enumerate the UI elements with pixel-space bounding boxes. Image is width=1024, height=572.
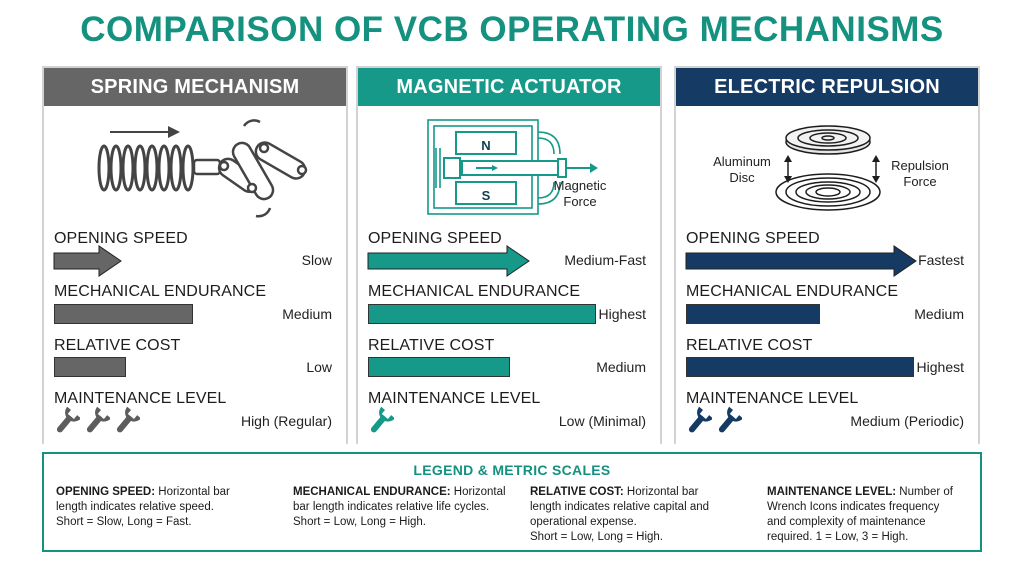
legend-box: LEGEND & METRIC SCALES OPENING SPEED: Ho… [42, 452, 982, 552]
panel-magnetic-actuator: MAGNETIC ACTUATOR N S Magnetic Force OPE… [356, 66, 662, 444]
metric-label-mechanical-endurance: MECHANICAL ENDURANCE [54, 283, 267, 300]
panel-header-magnetic: MAGNETIC ACTUATOR [358, 68, 660, 106]
repulsion-force-label-line2: Force [903, 174, 936, 189]
wrench-icon [56, 406, 80, 433]
legend-item-relative-cost: RELATIVE COST: Horizontal bar length ind… [530, 485, 756, 545]
opening-speed-arrow [685, 245, 917, 277]
wrench-icon [370, 406, 394, 433]
legend-term: OPENING SPEED: [56, 486, 156, 498]
legend-text: Short = Slow, Long = Fast. [56, 516, 192, 528]
metric-value-opening-speed: Slow [301, 252, 332, 268]
aluminum-disc-label-line2: Disc [729, 170, 755, 185]
legend-text: Horizontal [453, 486, 506, 498]
metric-value-relative-cost: Highest [916, 359, 964, 375]
mechanical-endurance-bar [686, 304, 820, 324]
wrench-icon [688, 406, 712, 433]
relative-cost-bar [368, 357, 510, 377]
relative-cost-bar [54, 357, 126, 377]
panel-electric-repulsion: ELECTRIC REPULSION Aluminum Disc Repulsi… [674, 66, 980, 444]
mechanical-endurance-bar [368, 304, 596, 324]
metric-label-mechanical-endurance: MECHANICAL ENDURANCE [686, 283, 899, 300]
magnetic-force-label-line1: Magnetic [554, 178, 607, 193]
metric-value-relative-cost: Medium [596, 359, 646, 375]
magnetic-actuator-illustration: N S Magnetic Force [427, 119, 607, 215]
electric-repulsion-illustration: Aluminum Disc Repulsion Force [713, 125, 949, 211]
legend-text: bar length indicates relative life cycle… [293, 501, 490, 513]
legend-text: Horizontal bar [626, 486, 699, 498]
legend-text: Wrench Icons indicates frequency [767, 501, 940, 513]
legend-text: and complexity of maintenance [767, 516, 926, 528]
legend-title: LEGEND & METRIC SCALES [413, 462, 611, 478]
metric-label-relative-cost: RELATIVE COST [686, 337, 813, 354]
wrench-icon [718, 406, 742, 433]
metric-label-opening-speed: OPENING SPEED [686, 230, 820, 247]
mechanical-endurance-bar [54, 304, 193, 324]
spring-mechanism-illustration [97, 119, 308, 218]
metric-value-mechanical-endurance: Highest [598, 306, 646, 322]
south-pole-label: S [482, 188, 491, 203]
legend-text: Short = Low, Long = High. [293, 516, 426, 528]
motion-arrow-icon [110, 126, 180, 138]
legend-term: RELATIVE COST: [530, 486, 624, 498]
metric-value-mechanical-endurance: Medium [282, 306, 332, 322]
metric-value-maintenance-level: Low (Minimal) [558, 413, 646, 429]
magnetic-force-label-line2: Force [563, 194, 596, 209]
opening-speed-arrow-shape [685, 245, 917, 277]
legend-text: operational expense. [530, 516, 637, 528]
metric-value-mechanical-endurance: Medium [914, 306, 964, 322]
metric-label-maintenance-level: MAINTENANCE LEVEL [368, 390, 541, 407]
maintenance-wrenches [686, 406, 742, 436]
north-pole-label: N [481, 138, 490, 153]
legend-item-opening-speed: OPENING SPEED: Horizontal bar length ind… [56, 485, 282, 530]
legend-text: required. 1 = Low, 3 = High. [767, 531, 909, 543]
legend-text: Horizontal bar [158, 486, 230, 498]
opening-speed-arrow-shape [367, 245, 530, 277]
legend-term: MECHANICAL ENDURANCE: [293, 486, 451, 498]
metric-label-mechanical-endurance: MECHANICAL ENDURANCE [368, 283, 581, 300]
opening-speed-arrow [53, 245, 122, 277]
metric-value-opening-speed: Fastest [918, 252, 964, 268]
metric-label-maintenance-level: MAINTENANCE LEVEL [54, 390, 227, 407]
panel-header-electric: ELECTRIC REPULSION [676, 68, 978, 106]
metric-label-opening-speed: OPENING SPEED [368, 230, 502, 247]
aluminum-disc-label-line1: Aluminum [713, 154, 771, 169]
metric-value-maintenance-level: High (Regular) [240, 413, 332, 429]
coil-spring-icon [97, 144, 195, 192]
opening-speed-arrow [367, 245, 530, 277]
legend-text: length indicates relative speed. [56, 501, 214, 513]
page-title: COMPARISON OF VCB OPERATING MECHANISMS [80, 10, 944, 49]
panel-header-spring: SPRING MECHANISM [44, 68, 346, 106]
wrench-icon [86, 406, 110, 433]
opening-speed-arrow-shape [53, 245, 122, 277]
relative-cost-bar [686, 357, 914, 377]
metric-value-relative-cost: Low [306, 359, 332, 375]
metric-label-relative-cost: RELATIVE COST [368, 337, 495, 354]
legend-text: Number of [899, 486, 953, 498]
legend-text: length indicates relative capital and [530, 501, 710, 513]
legend-text: Short = Low, Long = High. [530, 531, 663, 543]
metric-value-maintenance-level: Medium (Periodic) [850, 413, 964, 429]
legend-item-mechanical-endurance: MECHANICAL ENDURANCE: Horizontal bar len… [293, 485, 519, 530]
wrench-icon [116, 406, 140, 433]
metric-label-opening-speed: OPENING SPEED [54, 230, 188, 247]
maintenance-wrenches [54, 406, 140, 436]
metric-label-relative-cost: RELATIVE COST [54, 337, 181, 354]
legend-term: MAINTENANCE LEVEL: [767, 486, 897, 498]
legend-item-maintenance-level: MAINTENANCE LEVEL: Number of Wrench Icon… [767, 485, 972, 545]
panel-spring-mechanism: SPRING MECHANISM OPEN [42, 66, 348, 444]
repulsion-force-label-line1: Repulsion [891, 158, 949, 173]
linkage-icon [192, 119, 308, 218]
metric-label-maintenance-level: MAINTENANCE LEVEL [686, 390, 859, 407]
maintenance-wrenches [368, 406, 394, 436]
metric-value-opening-speed: Medium-Fast [564, 252, 646, 268]
